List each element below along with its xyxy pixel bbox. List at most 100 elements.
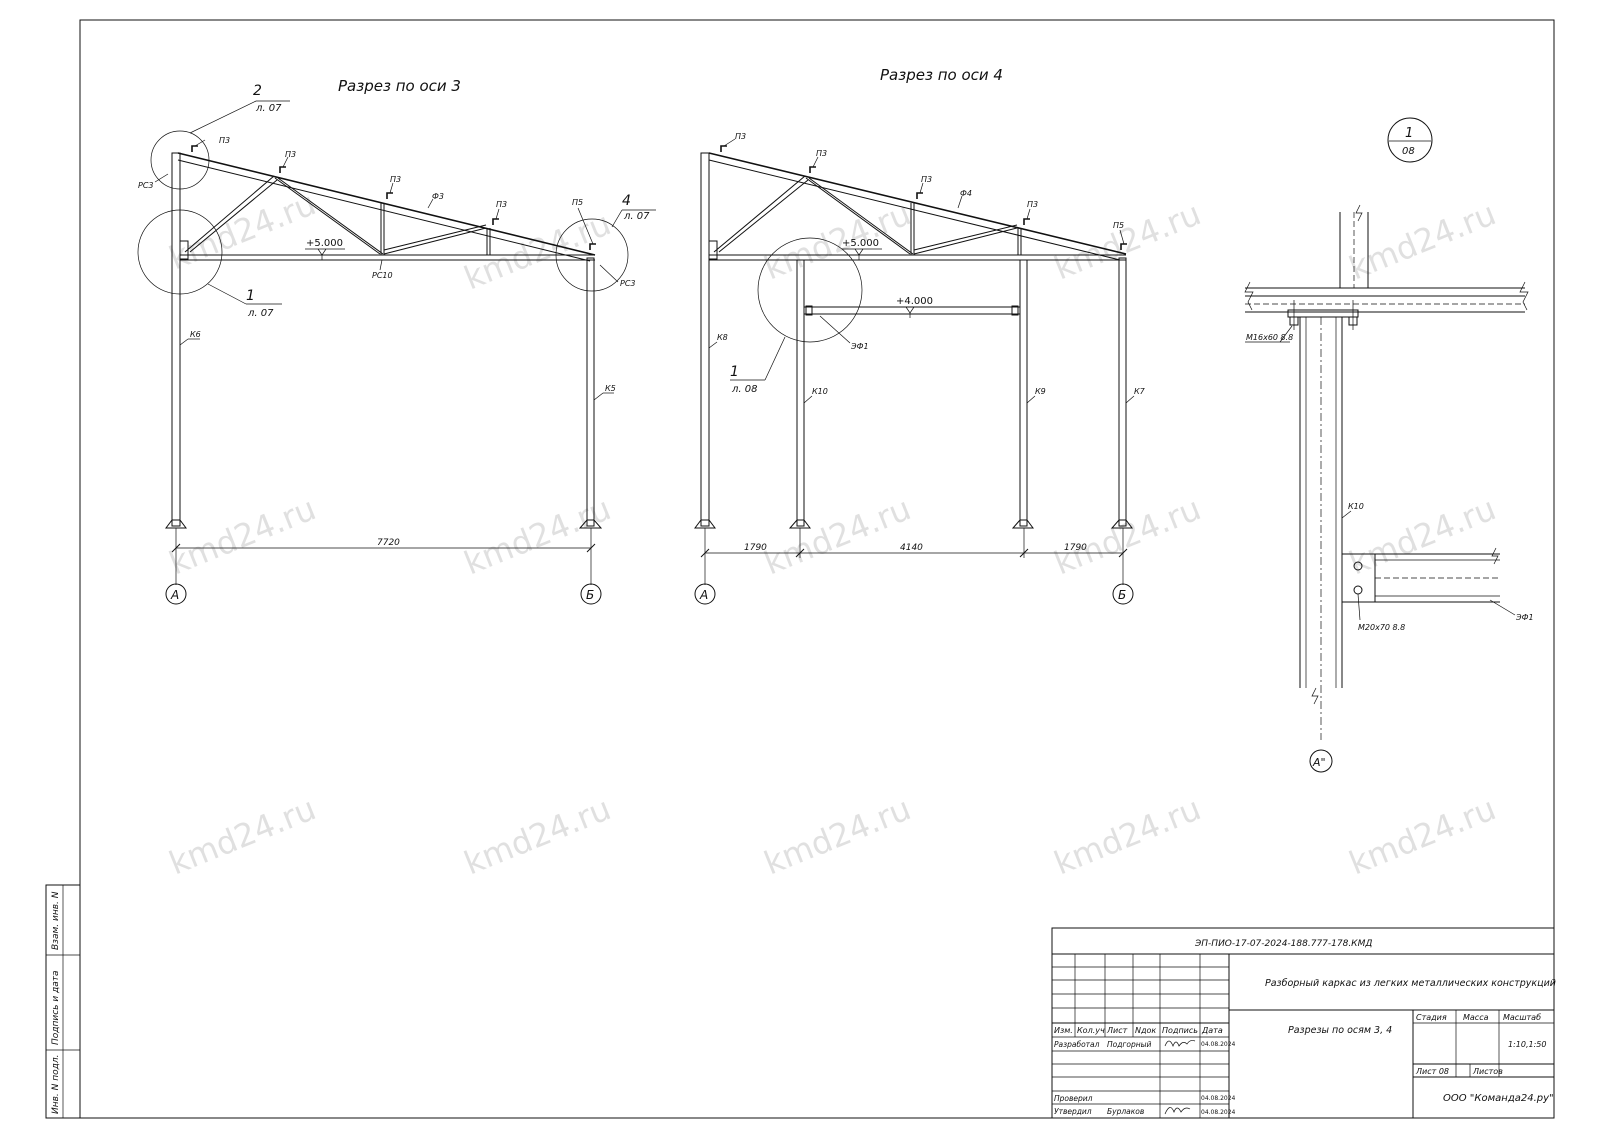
axis-label-a: А: [699, 588, 708, 602]
node-number-2: 2: [253, 83, 262, 99]
node-sheet-1: л. 07: [247, 308, 274, 319]
dimension-value: 1790: [744, 543, 767, 553]
bolt-spec-bottom: М20х70 8.8: [1358, 623, 1405, 632]
column-k9: [1019, 259, 1028, 527]
header-date: Дата: [1201, 1026, 1223, 1035]
purlin-label: П3: [219, 136, 230, 145]
watermark-text: kmd24.ru: [164, 789, 321, 882]
scale-label: Масштаб: [1503, 1013, 1541, 1022]
rafter-label: Ф3: [432, 192, 444, 201]
column-k10: [796, 259, 805, 527]
detail-1: 1 08 М16х60 8.8 К10: [1244, 117, 1534, 773]
node-circle-2: [150, 130, 210, 190]
role-developer: Разработал: [1054, 1040, 1100, 1049]
stamp-label-replacement: Взам. инв. N: [51, 891, 61, 950]
column-k8: [700, 152, 710, 527]
node-sheet: л. 08: [731, 384, 757, 395]
dimension-value: 4140: [900, 543, 923, 553]
base-plate: [694, 519, 716, 529]
header-qty: Кол.уч: [1077, 1026, 1105, 1035]
axis-label-b: Б: [586, 588, 594, 602]
purlins-right: П3 П3 П3 П3 П5: [720, 132, 1127, 250]
date-checker: 04.08.2024: [1201, 1095, 1236, 1102]
axis-marker-a: [694, 583, 716, 605]
date-developer: 04.08.2024: [1201, 1041, 1236, 1048]
level-mark-top: +5.000: [842, 238, 879, 249]
dimension-value: 7720: [377, 538, 400, 548]
sheet-border: [79, 19, 1555, 1119]
watermark-text: kmd24.ru: [164, 489, 321, 582]
sheet-number: Лист 08: [1415, 1067, 1449, 1076]
watermark-text: kmd24.ru: [1049, 489, 1206, 582]
node-sheet-4: л. 07: [623, 211, 650, 222]
detail-sheet: 08: [1402, 146, 1415, 157]
beam-label: ЭФ1: [850, 342, 869, 351]
watermark-text: kmd24.ru: [1049, 789, 1206, 882]
role-approver: Утвердил: [1054, 1107, 1092, 1116]
joint-label: РС3: [620, 279, 636, 288]
watermarks: kmd24.ru kmd24.ru kmd24.ru kmd24.ru kmd2…: [164, 184, 1501, 882]
column-k7: [1118, 257, 1127, 527]
detail-number: 1: [1405, 126, 1413, 141]
axis-marker-b: [580, 583, 602, 605]
watermark-text: kmd24.ru: [459, 204, 616, 297]
sheet-name: Разрезы по осям 3, 4: [1288, 1025, 1392, 1036]
node-number-4: 4: [622, 193, 631, 209]
detail-marker: [1387, 117, 1433, 163]
axis-label-b: Б: [1118, 588, 1126, 602]
detail-column-label: К10: [1348, 502, 1364, 511]
section-title-left: Разрез по оси 3: [338, 77, 461, 95]
purlin-label: П3: [1027, 200, 1038, 209]
purlin-label: П3: [816, 149, 827, 158]
watermark-text: kmd24.ru: [164, 184, 321, 277]
watermark-text: kmd24.ru: [459, 789, 616, 882]
node-circle-1-right: [757, 237, 863, 343]
base-plate: [1110, 519, 1133, 529]
column-label: К9: [1035, 387, 1046, 396]
joint-label: РС10: [372, 271, 393, 280]
section-axis-3: Разрез по оси 3: [137, 77, 656, 605]
purlins-left: П3 П3 П3 П3 П5: [191, 136, 596, 250]
axis-marker-detail: [1309, 749, 1333, 773]
column-label: К7: [1134, 387, 1146, 396]
signature-developer: [1164, 1040, 1196, 1047]
axis-marker-a: [165, 583, 187, 605]
section-title-right: Разрез по оси 4: [880, 66, 1003, 84]
detail-beam-label: ЭФ1: [1515, 613, 1534, 622]
dimension-value: 1790: [1064, 543, 1087, 553]
level-mark-beam: +4.000: [896, 296, 933, 307]
watermark-text: kmd24.ru: [759, 789, 916, 882]
base-plate: [788, 519, 811, 529]
company-name: ООО "Команда24.ру": [1443, 1093, 1554, 1104]
level-mark: +5.000: [306, 238, 343, 249]
name-approver: Бурлаков: [1107, 1107, 1144, 1116]
bolt-spec-top: М16х60 8.8: [1246, 333, 1293, 342]
base-plate: [165, 519, 187, 529]
scale-value: 1:10,1:50: [1508, 1040, 1546, 1049]
column-k6: [171, 152, 181, 527]
node-circle-4: [555, 218, 629, 292]
purlin-label: П3: [735, 132, 746, 141]
column-label: К6: [190, 330, 201, 339]
title-block: ЭП-ПИО-17-07-2024-188.777-178.КМД Изм. К…: [1051, 927, 1556, 1119]
role-checker: Проверил: [1054, 1094, 1093, 1103]
watermark-text: kmd24.ru: [759, 489, 916, 582]
header-signature: Подпись: [1162, 1026, 1198, 1035]
rafter-label: Ф4: [960, 189, 972, 198]
header-rev: Изм.: [1054, 1026, 1073, 1035]
axis-label-a: А: [170, 588, 179, 602]
column-label: К5: [605, 384, 616, 393]
purlin-label: П5: [1113, 221, 1124, 230]
truss-left: [177, 152, 596, 262]
column-k5: [586, 257, 595, 527]
stamp-label-inventory: Инв. N подл.: [51, 1055, 61, 1114]
header-doc: Nдок: [1135, 1026, 1156, 1035]
stage-label: Стадия: [1416, 1013, 1447, 1022]
node-number: 1: [730, 364, 739, 380]
left-stamp: Взам. инв. N Подпись и дата Инв. N подл.: [45, 884, 81, 1119]
header-sheet: Лист: [1106, 1026, 1128, 1035]
purlin-label: П5: [572, 198, 583, 207]
watermark-text: kmd24.ru: [1344, 489, 1501, 582]
